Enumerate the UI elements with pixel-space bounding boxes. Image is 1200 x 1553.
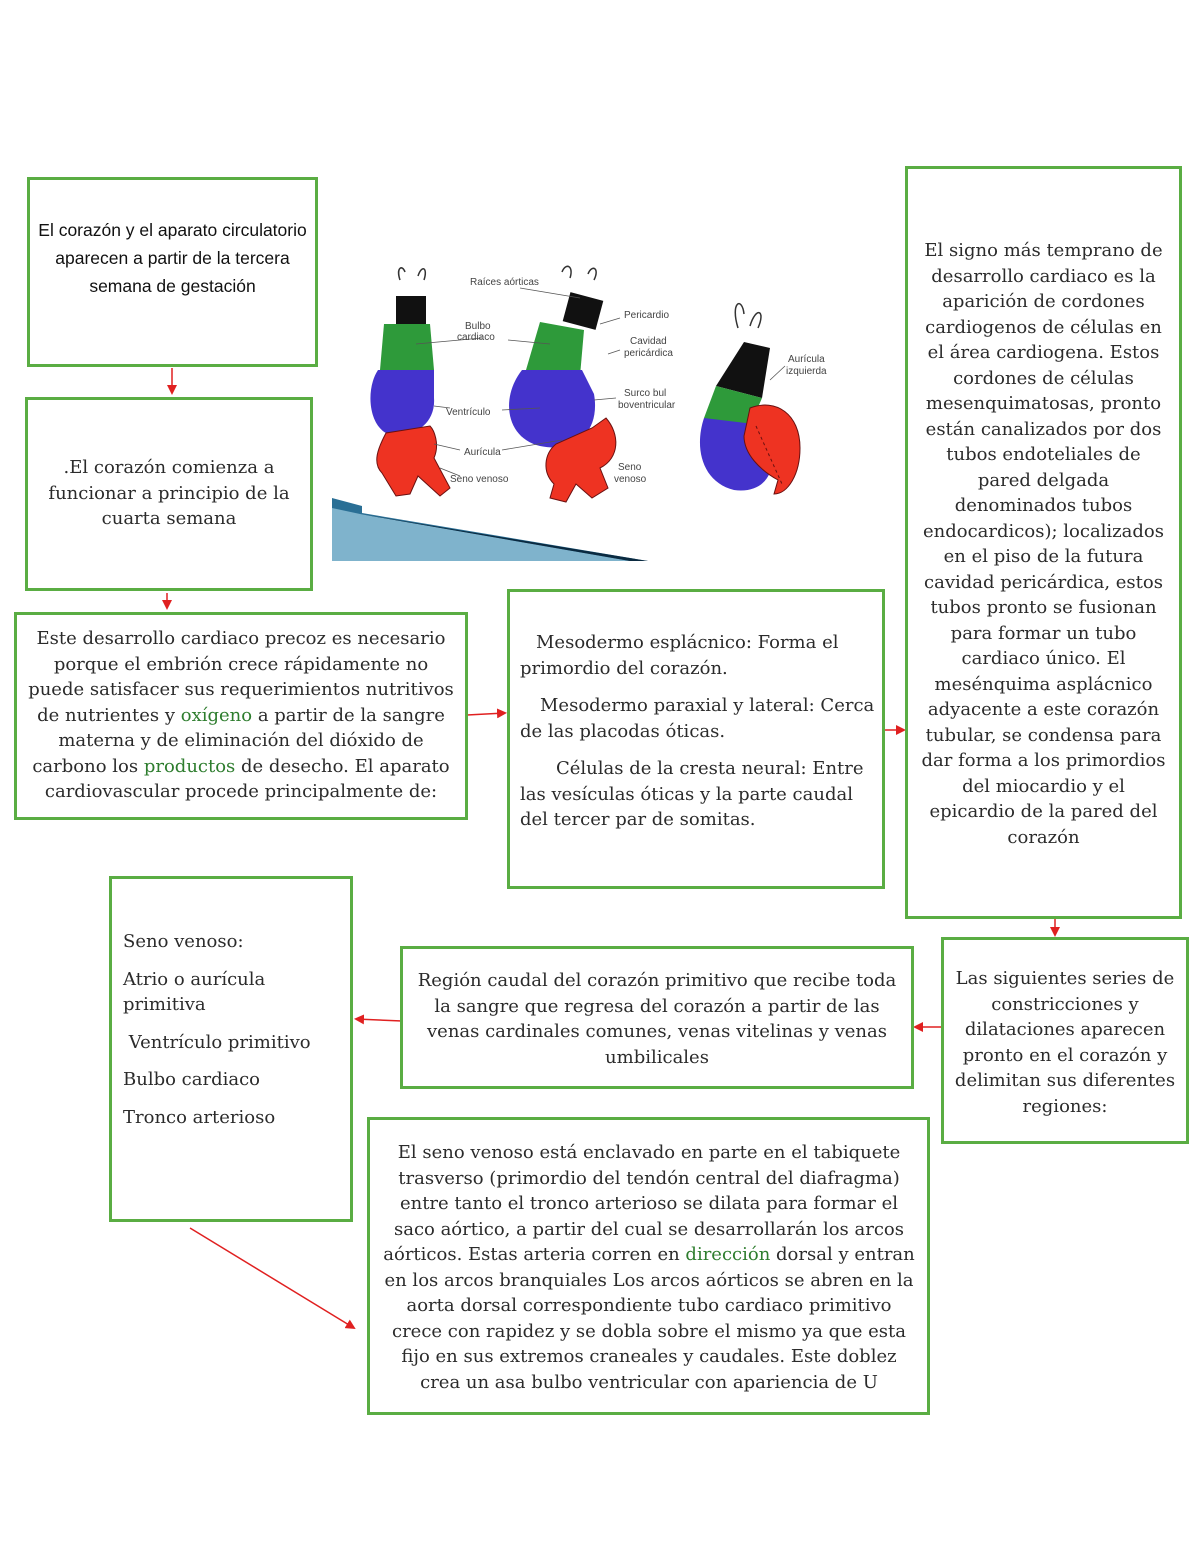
arrow-box8-box9: [189, 1227, 356, 1330]
label-seno-venoso: Seno venoso: [450, 474, 509, 485]
origen-mesodermo-esplacnico: Mesodermo esplácnico: Forma el primordio…: [520, 632, 839, 679]
box3-part3: de desecho. El aparato cardiovascular pr…: [44, 755, 450, 803]
box-seno-venoso: [367, 1117, 930, 1415]
label-surco-2: boventricular: [618, 400, 676, 411]
box3-part2: a partir de la sangre materna y de elimi…: [32, 704, 445, 777]
box-inicio-circulacion: [27, 177, 318, 367]
link-oxigeno[interactable]: oxígeno: [180, 704, 253, 726]
heart-stage-1: [370, 267, 451, 497]
label-seno-2: venoso: [614, 474, 647, 485]
label-surco-1: Surco bul: [624, 388, 666, 399]
box-seno-venoso-text: El seno venoso está enclavado en parte e…: [380, 1140, 918, 1395]
box9-part1: El seno venoso está enclavado en parte e…: [383, 1142, 905, 1265]
label-cavidad-1: Cavidad: [630, 336, 667, 347]
box-cuarta-semana: [25, 397, 313, 591]
heart-stage-2: [509, 265, 617, 503]
regiones-list: Seno venoso: Atrio o aurícula primitiva …: [123, 929, 345, 1142]
origen-cresta-neural: Células de la cresta neural: Entre las v…: [520, 758, 864, 830]
box9-part2: dorsal y entran en los arcos branquiales…: [384, 1244, 915, 1393]
box-constricciones-text: Las siguientes series de constricciones …: [954, 968, 1176, 1117]
box-cuarta-semana-text: .El corazón comienza a funcionar a princ…: [48, 457, 290, 529]
label-bulbo-2: cardiaco: [457, 332, 495, 343]
box-inicio-text: El corazón y el aparato circulatorio apa…: [38, 220, 307, 296]
region-item: Atrio o aurícula primitiva: [123, 968, 266, 1016]
label-auricula: Aurícula: [464, 447, 501, 458]
box-desarrollo-precoz: [14, 612, 468, 820]
region-item: Tronco arterioso: [123, 1106, 276, 1128]
box-origenes: [507, 589, 885, 889]
arrow-box7-box8: [354, 1014, 403, 1025]
box-region-caudal: [400, 946, 914, 1089]
box3-part1: Este desarrollo cardiaco precoz es neces…: [28, 628, 454, 726]
link-direccion[interactable]: dirección: [685, 1244, 771, 1265]
label-seno-1: Seno: [618, 462, 642, 473]
heart-tube-figure: Raíces aórticas Bulbo cardiaco Ventrícul…: [332, 265, 827, 561]
box-signo-text: El signo más temprano de desarrollo card…: [921, 240, 1166, 848]
label-ventriculo: Ventrículo: [446, 407, 491, 418]
label-bulbo-1: Bulbo: [465, 321, 491, 332]
region-item: Ventrículo primitivo: [123, 1031, 311, 1053]
box-desarrollo-text: Este desarrollo cardiaco precoz es neces…: [24, 626, 458, 805]
box-regiones-list: [109, 876, 353, 1222]
region-item: Bulbo cardiaco: [123, 1069, 261, 1090]
box-signo-temprano: [905, 166, 1182, 919]
label-raices: Raíces aórticas: [470, 277, 539, 288]
heart-stage-3: [699, 302, 801, 495]
box-origenes-list: Mesodermo esplácnico: Forma el primordio…: [520, 630, 875, 845]
box-region-caudal-text: Región caudal del corazón primitivo que …: [417, 970, 897, 1068]
label-auricula-izq-2: izquierda: [786, 366, 827, 377]
link-productos[interactable]: productos: [143, 755, 236, 777]
region-item: Seno venoso:: [123, 931, 244, 952]
label-cavidad-2: pericárdica: [624, 348, 673, 359]
origen-mesodermo-paraxial: Mesodermo paraxial y lateral: Cerca de l…: [520, 695, 875, 742]
label-auricula-izq-1: Aurícula: [788, 354, 825, 365]
label-pericardio: Pericardio: [624, 310, 669, 321]
box-constricciones: [941, 937, 1189, 1144]
arrow-box3-box4: [466, 708, 507, 719]
